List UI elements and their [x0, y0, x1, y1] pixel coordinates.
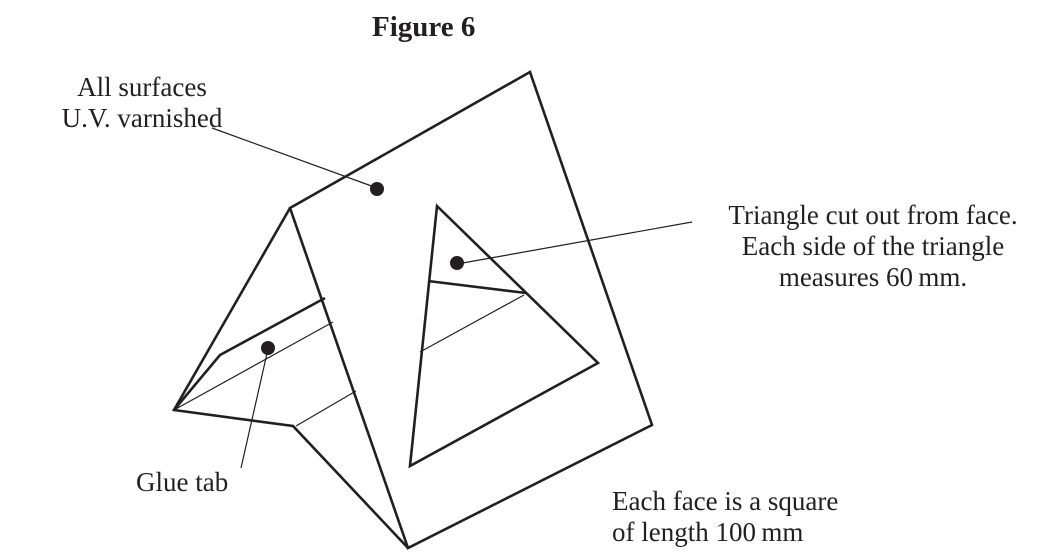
triangle-leader-line — [456, 221, 693, 265]
face-size-label: Each face is a square of length 100 mm — [612, 486, 838, 548]
glue-tab-leader-dot — [261, 341, 275, 355]
surfaces-label-line-1: All surfaces — [77, 72, 207, 102]
surfaces-leader-line — [211, 127, 378, 189]
triangle-cutout-outline — [408, 203, 601, 469]
surfaces-label-line-2: U.V. varnished — [61, 103, 223, 133]
triangle-leader-dot — [450, 256, 464, 270]
left-face-fold-line — [295, 390, 357, 427]
triangle-inner-edge-bottom — [419, 294, 525, 353]
triangle-cutout-label-line-2: Each side of the triangle — [741, 231, 1005, 261]
triangle-cutout-label: Triangle cut out from face. Each side of… — [700, 200, 1046, 293]
left-face-outline — [171, 207, 409, 549]
triangle-inner-edge-top — [427, 279, 527, 295]
glue-tab-outline — [173, 296, 326, 411]
triangle-cutout-label-line-1: Triangle cut out from face. — [728, 200, 1018, 230]
glue-tab-leader-line — [240, 348, 269, 469]
surfaces-label: All surfaces U.V. varnished — [22, 72, 262, 134]
face-size-label-line-1: Each face is a square — [612, 486, 839, 516]
front-face-outline — [288, 70, 654, 550]
face-size-label-line-2: of length 100 mm — [612, 517, 804, 547]
surfaces-leader-dot — [370, 182, 384, 196]
glue-tab-label: Glue tab — [136, 467, 229, 497]
glue-tab-fold-line — [173, 321, 334, 411]
figure-title: Figure 6 — [372, 11, 476, 43]
triangle-cutout-label-line-3: measures 60 mm. — [778, 262, 968, 292]
